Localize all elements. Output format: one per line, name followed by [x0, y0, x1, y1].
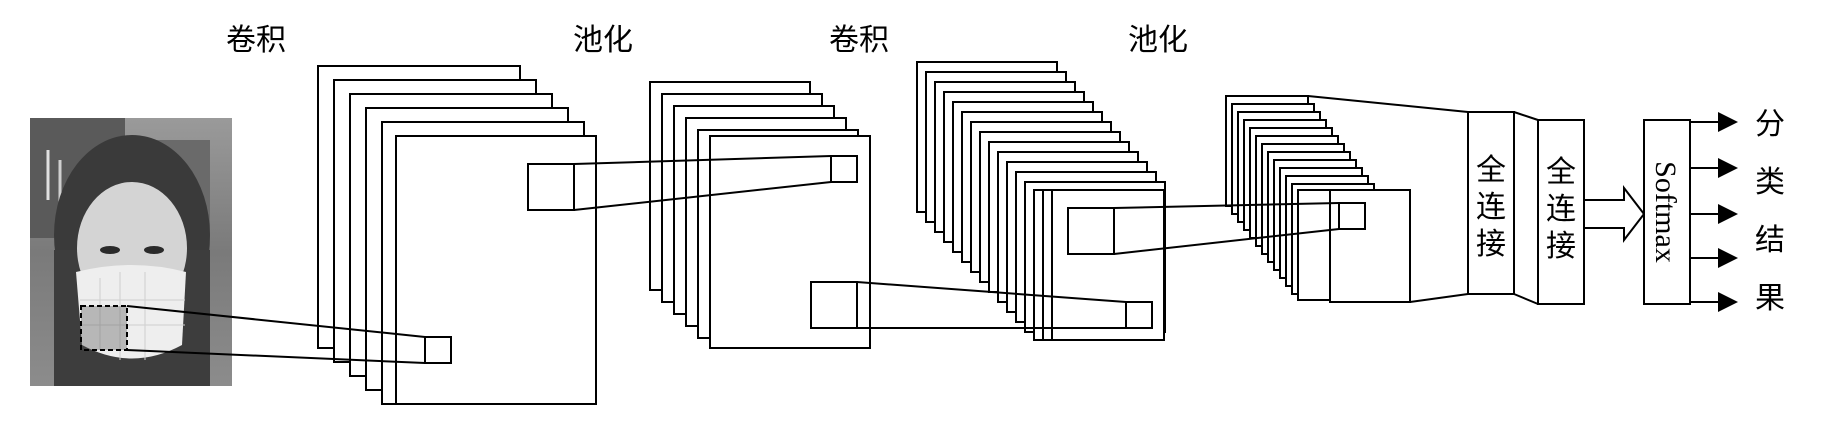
block-arrow-icon	[1583, 185, 1646, 243]
conv2-patch	[1067, 207, 1115, 255]
conv1-output-cell	[424, 336, 452, 364]
fc1-label-char-2: 连	[1476, 190, 1506, 225]
conv1-connector-bottom	[126, 349, 426, 364]
fc2-connector-bottom	[1513, 293, 1539, 305]
output-arrows	[1690, 112, 1738, 312]
fc1-label-char-1: 全	[1476, 153, 1506, 188]
fc1-connector-top	[1307, 95, 1469, 113]
input-image	[30, 118, 232, 386]
fc2-label-char-2: 连	[1546, 192, 1576, 227]
label-pool2: 池化	[1128, 23, 1188, 58]
result-label-char-2: 类	[1755, 165, 1785, 200]
fc2-label-char-1: 全	[1546, 155, 1576, 190]
conv1-patch	[527, 163, 575, 211]
conv2-output-cell	[1125, 301, 1153, 329]
softmax-layer	[1643, 119, 1691, 305]
pool2-output-cell	[1338, 202, 1366, 230]
fc2-label-char-3: 接	[1546, 229, 1576, 264]
label-conv2: 卷积	[829, 23, 889, 58]
conv1-feature-maps	[317, 65, 597, 405]
pool2-connector-bottom	[1113, 228, 1340, 255]
pool1-connector-top	[573, 155, 832, 165]
softmax-label: Softmax	[1649, 161, 1682, 263]
conv2-connector-top	[856, 281, 1127, 303]
fc2-connector-top	[1513, 111, 1539, 121]
conv2-feature-maps	[916, 61, 1166, 341]
pool1-output-cell	[830, 155, 858, 183]
fc1-label-char-3: 接	[1476, 227, 1506, 262]
fc1-layer	[1467, 111, 1515, 295]
label-conv1: 卷积	[226, 23, 286, 58]
result-label-char-1: 分	[1755, 107, 1785, 142]
result-label-char-4: 果	[1755, 281, 1785, 316]
fc1-connector-bottom	[1409, 293, 1469, 303]
fc2-layer	[1537, 119, 1585, 305]
pool1-patch	[810, 281, 858, 329]
pool2-feature-maps	[1225, 95, 1411, 303]
pool1-connector-bottom	[573, 181, 832, 211]
result-label-char-3: 结	[1755, 223, 1785, 258]
pool1-feature-maps	[649, 81, 871, 349]
conv1-connector-top	[126, 305, 426, 338]
label-pool1: 池化	[573, 23, 633, 58]
pool2-connector-top	[1113, 202, 1340, 209]
